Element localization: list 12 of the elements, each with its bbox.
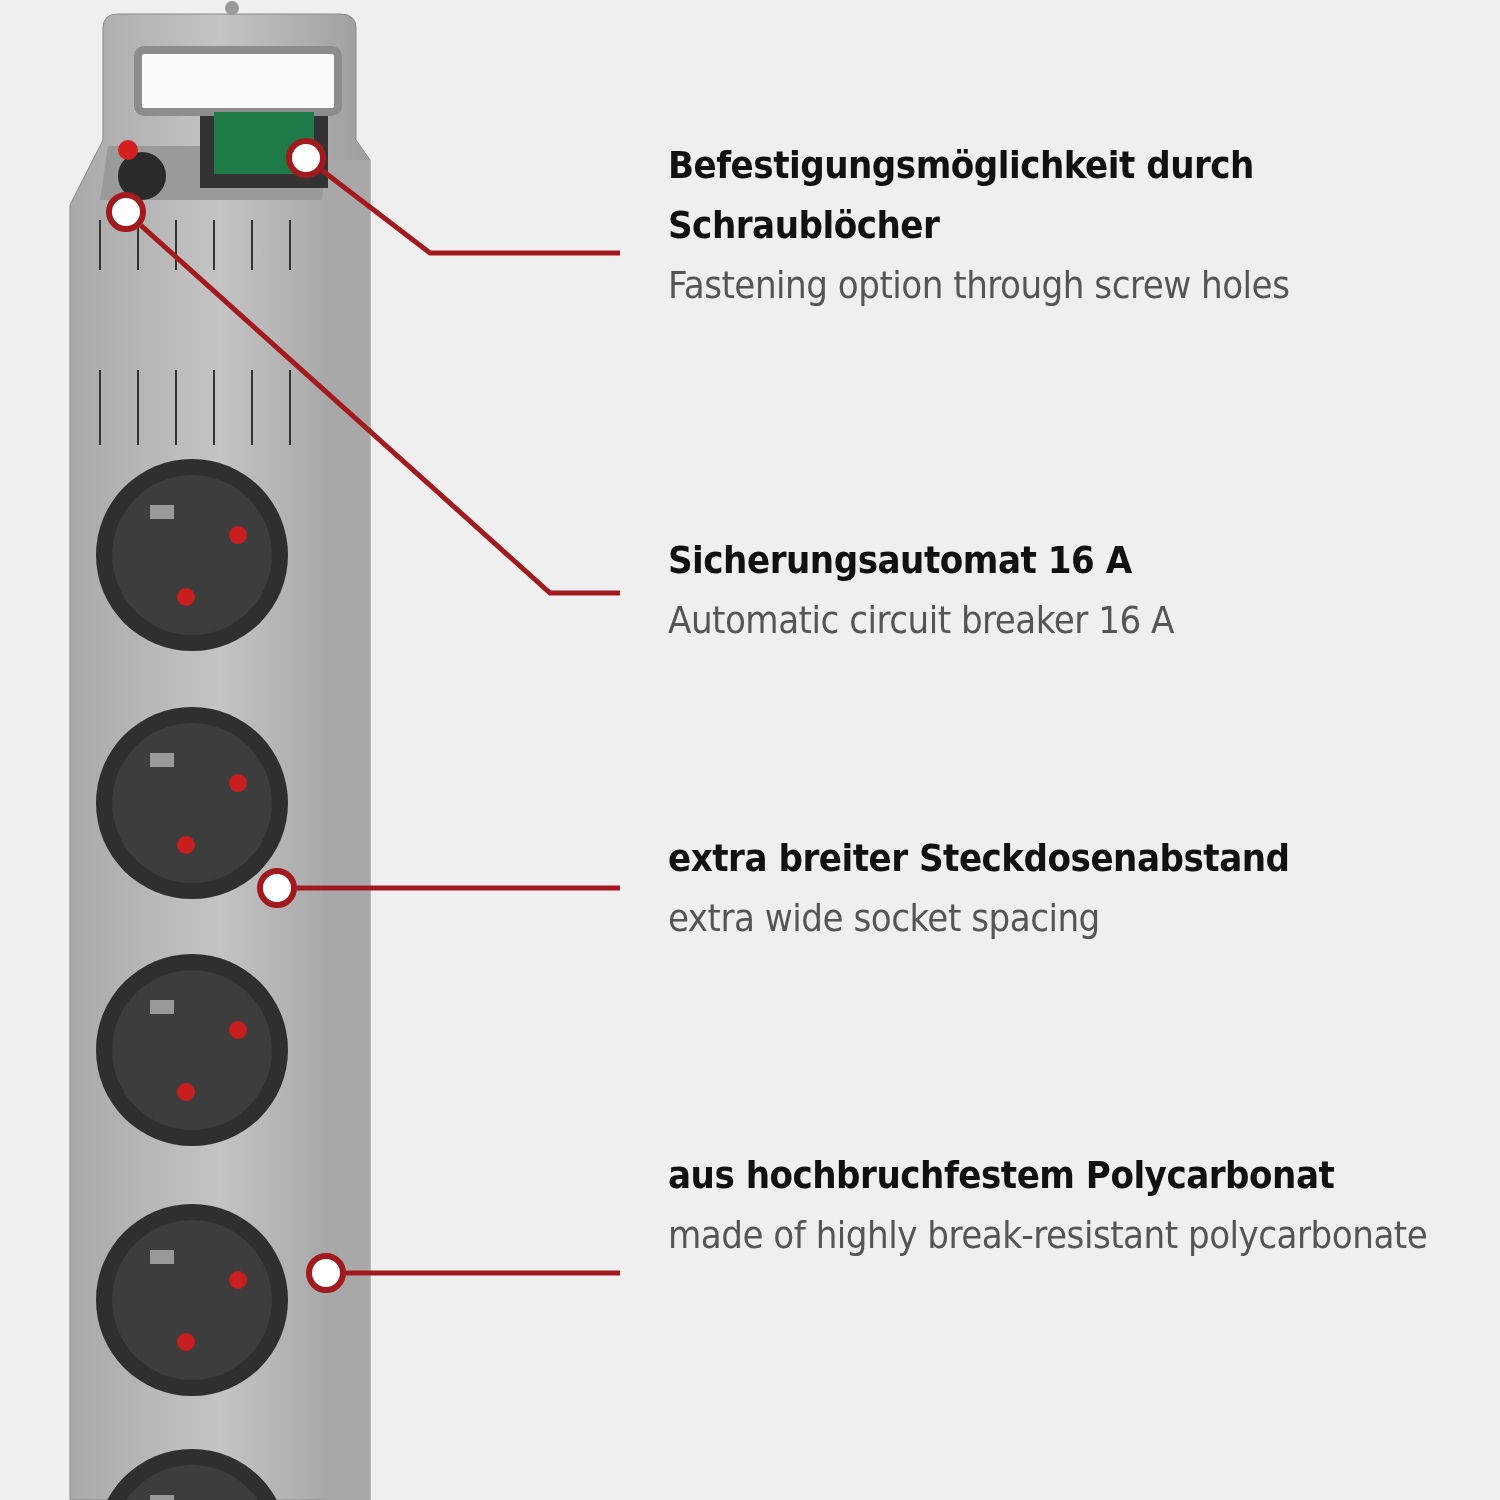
feature-translation: Automatic circuit breaker 16 A [668, 597, 1175, 644]
feature-heading: aus hochbruchfestem Polycarbonat [668, 1152, 1336, 1199]
feature-heading: extra breiter Steckdosenabstand [668, 835, 1291, 882]
leader-line [297, 885, 620, 891]
leader-line [346, 1270, 620, 1276]
leader-line [139, 223, 620, 596]
feature-heading: Befestigungsmöglichkeit durch Schraublöcher [668, 142, 1255, 249]
leader-line [320, 168, 620, 256]
feature-translation: Fastening option through screw holes [668, 262, 1291, 309]
feature-heading: Sicherungsautomat 16 A [668, 537, 1133, 584]
feature-translation: made of highly break-resistant polycarbonate [668, 1212, 1429, 1259]
feature-translation: extra wide socket spacing [668, 895, 1101, 942]
